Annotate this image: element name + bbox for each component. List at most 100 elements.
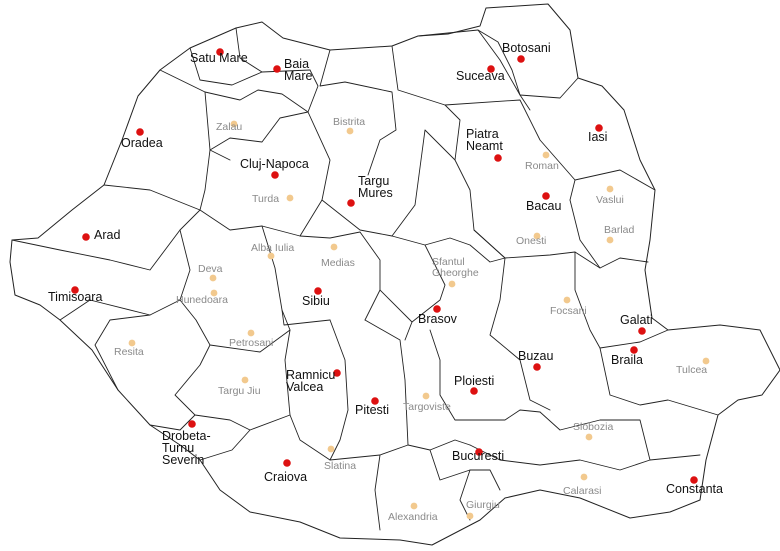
- medias-label: Medias: [321, 257, 355, 269]
- galati-dot-icon: [638, 327, 646, 335]
- targoviste-label: Targoviste: [403, 401, 451, 413]
- resita-label: Resita: [114, 346, 144, 358]
- arad-label: Arad: [94, 228, 120, 242]
- city-slatina: Slatina: [324, 445, 356, 472]
- targoviste-dot-icon: [422, 392, 430, 400]
- city-roman: Roman: [525, 151, 559, 172]
- roman-dot-icon: [542, 151, 550, 159]
- pitesti-label: Pitesti: [355, 403, 389, 417]
- city-constanta: Constanta: [666, 476, 723, 496]
- sibiu-label: Sibiu: [302, 294, 330, 308]
- tulcea-dot-icon: [702, 357, 710, 365]
- city-hunedoara: Hunedoara: [176, 289, 228, 306]
- city-timisoara: Timisoara: [48, 286, 102, 304]
- country-border: [9, 3, 780, 546]
- ramnicu-valcea-dot-icon: [333, 369, 341, 377]
- braila-dot-icon: [630, 346, 638, 354]
- brasov-label: Brasov: [418, 312, 458, 326]
- buzau-dot-icon: [533, 363, 541, 371]
- city-bucuresti: Bucuresti: [452, 448, 504, 463]
- city-calarasi: Calarasi: [563, 473, 602, 497]
- vaslui-label: Vaslui: [596, 194, 624, 206]
- ploiesti-label: Ploiesti: [454, 374, 494, 388]
- targu-jiu-dot-icon: [241, 376, 249, 384]
- city-resita: Resita: [114, 339, 144, 358]
- city-turda: Turda: [252, 193, 294, 205]
- constanta-label: Constanta: [666, 482, 723, 496]
- city-deva: Deva: [198, 263, 223, 282]
- deva-dot-icon: [209, 274, 217, 282]
- calarasi-dot-icon: [580, 473, 588, 481]
- turda-dot-icon: [286, 194, 294, 202]
- giurgiu-label: Giurgiu: [466, 499, 500, 511]
- buzau-label: Buzau: [518, 349, 553, 363]
- hunedoara-label: Hunedoara: [176, 294, 228, 306]
- piatra-neamt-dot-icon: [494, 154, 502, 162]
- city-cluj-napoca: Cluj-Napoca: [240, 157, 309, 179]
- city-alba-iulia: Alba Iulia: [251, 242, 294, 260]
- zalau-dot-icon: [230, 120, 238, 128]
- city-satu-mare: Satu Mare: [190, 48, 248, 65]
- suceava-label: Suceava: [456, 69, 505, 83]
- satu-mare-dot-icon: [216, 48, 224, 56]
- timisoara-label: Timisoara: [48, 290, 102, 304]
- drobeta-turnu-severin-dot-icon: [188, 420, 196, 428]
- barlad-dot-icon: [606, 236, 614, 244]
- turda-label: Turda: [252, 193, 279, 205]
- craiova-label: Craiova: [264, 470, 307, 484]
- deva-label: Deva: [198, 263, 223, 275]
- targu-jiu-label: Targu Jiu: [218, 385, 261, 397]
- city-buzau: Buzau: [518, 349, 553, 371]
- baia-mare-dot-icon: [273, 65, 281, 73]
- city-zalau: Zalau: [216, 120, 242, 133]
- botosani-dot-icon: [517, 55, 525, 63]
- petrosani-dot-icon: [247, 329, 255, 337]
- bucuresti-label: Bucuresti: [452, 449, 504, 463]
- cluj-napoca-dot-icon: [271, 171, 279, 179]
- constanta-dot-icon: [690, 476, 698, 484]
- pitesti-dot-icon: [371, 397, 379, 405]
- satu-mare-label: Satu Mare: [190, 51, 248, 65]
- city-ploiesti: Ploiesti: [454, 374, 494, 395]
- city-iasi: Iasi: [588, 124, 607, 144]
- targu-mures-dot-icon: [347, 199, 355, 207]
- craiova-dot-icon: [283, 459, 291, 467]
- alexandria-label: Alexandria: [388, 511, 438, 523]
- city-arad: Arad: [82, 228, 120, 242]
- city-barlad: Barlad: [604, 224, 635, 244]
- alexandria-dot-icon: [410, 502, 418, 510]
- slatina-dot-icon: [327, 445, 335, 453]
- ploiesti-dot-icon: [470, 387, 478, 395]
- bistrita-dot-icon: [346, 127, 354, 135]
- bucuresti-dot-icon: [475, 448, 483, 456]
- slatina-label: Slatina: [324, 460, 356, 472]
- oradea-dot-icon: [136, 128, 144, 136]
- city-pitesti: Pitesti: [355, 397, 389, 417]
- city-alexandria: Alexandria: [388, 502, 438, 523]
- petrosani-label: Petrosani: [229, 337, 273, 349]
- city-oradea: Oradea: [121, 128, 163, 150]
- hunedoara-dot-icon: [210, 289, 218, 297]
- city-giurgiu: Giurgiu: [466, 499, 500, 520]
- vaslui-dot-icon: [606, 185, 614, 193]
- city-botosani: Botosani: [502, 41, 551, 63]
- city-medias: Medias: [321, 243, 355, 269]
- suceava-dot-icon: [487, 65, 495, 73]
- onesti-dot-icon: [533, 232, 541, 240]
- county-borders: [11, 27, 719, 531]
- botosani-label: Botosani: [502, 41, 551, 55]
- onesti-label: Onesti: [516, 235, 546, 247]
- slobozia-label: Slobozia: [573, 421, 613, 433]
- cluj-napoca-label: Cluj-Napoca: [240, 157, 309, 171]
- roman-label: Roman: [525, 160, 559, 172]
